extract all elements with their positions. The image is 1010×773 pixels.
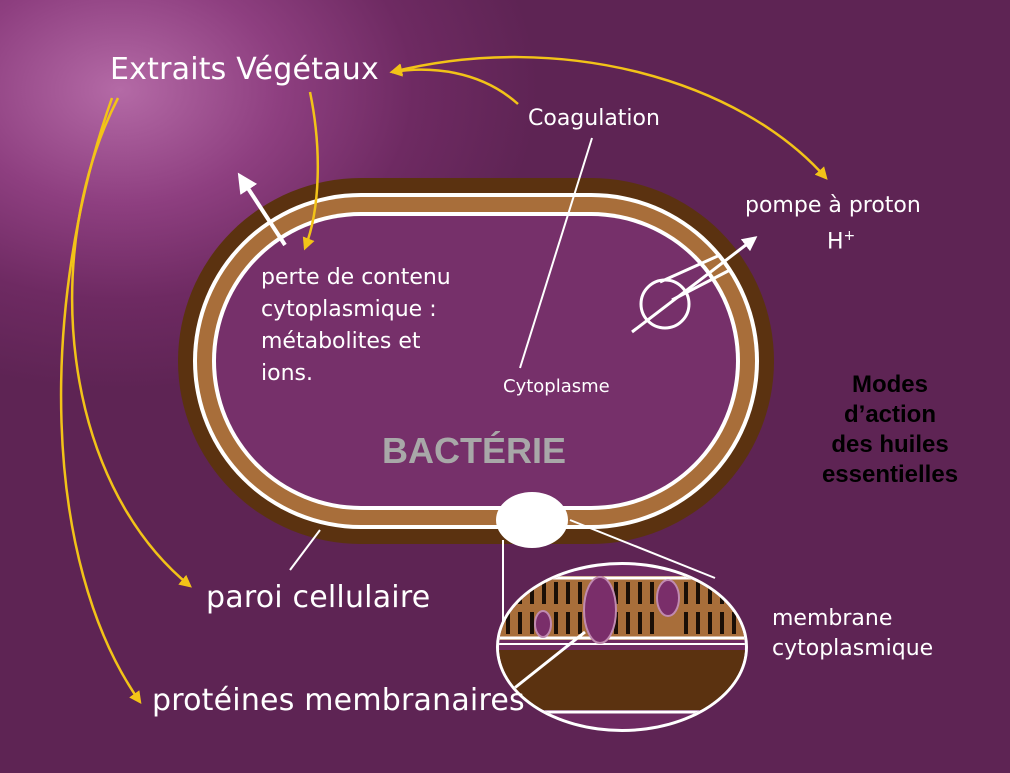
label-cytoplasme: Cytoplasme [503,376,610,397]
arrow-coagulation-to-extraits [389,64,519,105]
zoom-origin-oval [496,492,568,548]
arrow-extraits-pompe [389,55,828,180]
label-perte-contenu: perte de contenu cytoplasmique : métabol… [261,262,451,390]
perte-line-1: perte de contenu [261,265,451,290]
membrane-line-2: cytoplasmique [772,636,934,661]
label-paroi-cellulaire: paroi cellulaire [206,580,431,615]
membrane-protein-medium [656,579,680,617]
protein-pointer [511,630,586,692]
modes-action-title: Modes d’action des huiles essentielles [800,370,980,490]
bacterium-cell [178,178,774,544]
membrane-zoom [496,562,748,732]
label-bacterie: BACTÉRIE [382,430,567,471]
label-coagulation: Coagulation [528,106,660,131]
membrane-protein-large [583,576,617,644]
label-extraits-vegetaux: Extraits Végétaux [110,52,379,87]
h-symbol: H [827,229,844,255]
paroi-pointer [289,529,321,571]
perte-line-3: métabolites et [261,329,421,354]
modes-line-4: essentielles [821,461,959,488]
perte-line-2: cytoplasmique : [261,297,437,322]
modes-line-1: Modes [851,371,928,398]
label-pompe-proton: pompe à proton [745,193,921,218]
arrow-to-perte [302,91,320,251]
yellow-arrows [59,55,828,705]
cytoplasm-area [216,216,736,506]
h-charge: + [843,228,856,244]
membrane-line-1: membrane [772,606,893,631]
perte-line-4: ions. [261,361,313,386]
label-membrane-cytoplasmique: membrane cytoplasmique [772,604,933,664]
arrow-to-proteines [59,97,142,705]
label-proteines-membranaires: protéines membranaires [152,683,525,718]
modes-line-3: des huiles [831,431,949,458]
label-h-plus: H+ [827,228,855,254]
proton-pump-symbol [631,236,758,334]
modes-line-2: d’action [843,401,936,428]
content-loss-arrow [237,172,287,247]
wall-layer [499,650,745,710]
membrane-protein-small [534,610,552,638]
